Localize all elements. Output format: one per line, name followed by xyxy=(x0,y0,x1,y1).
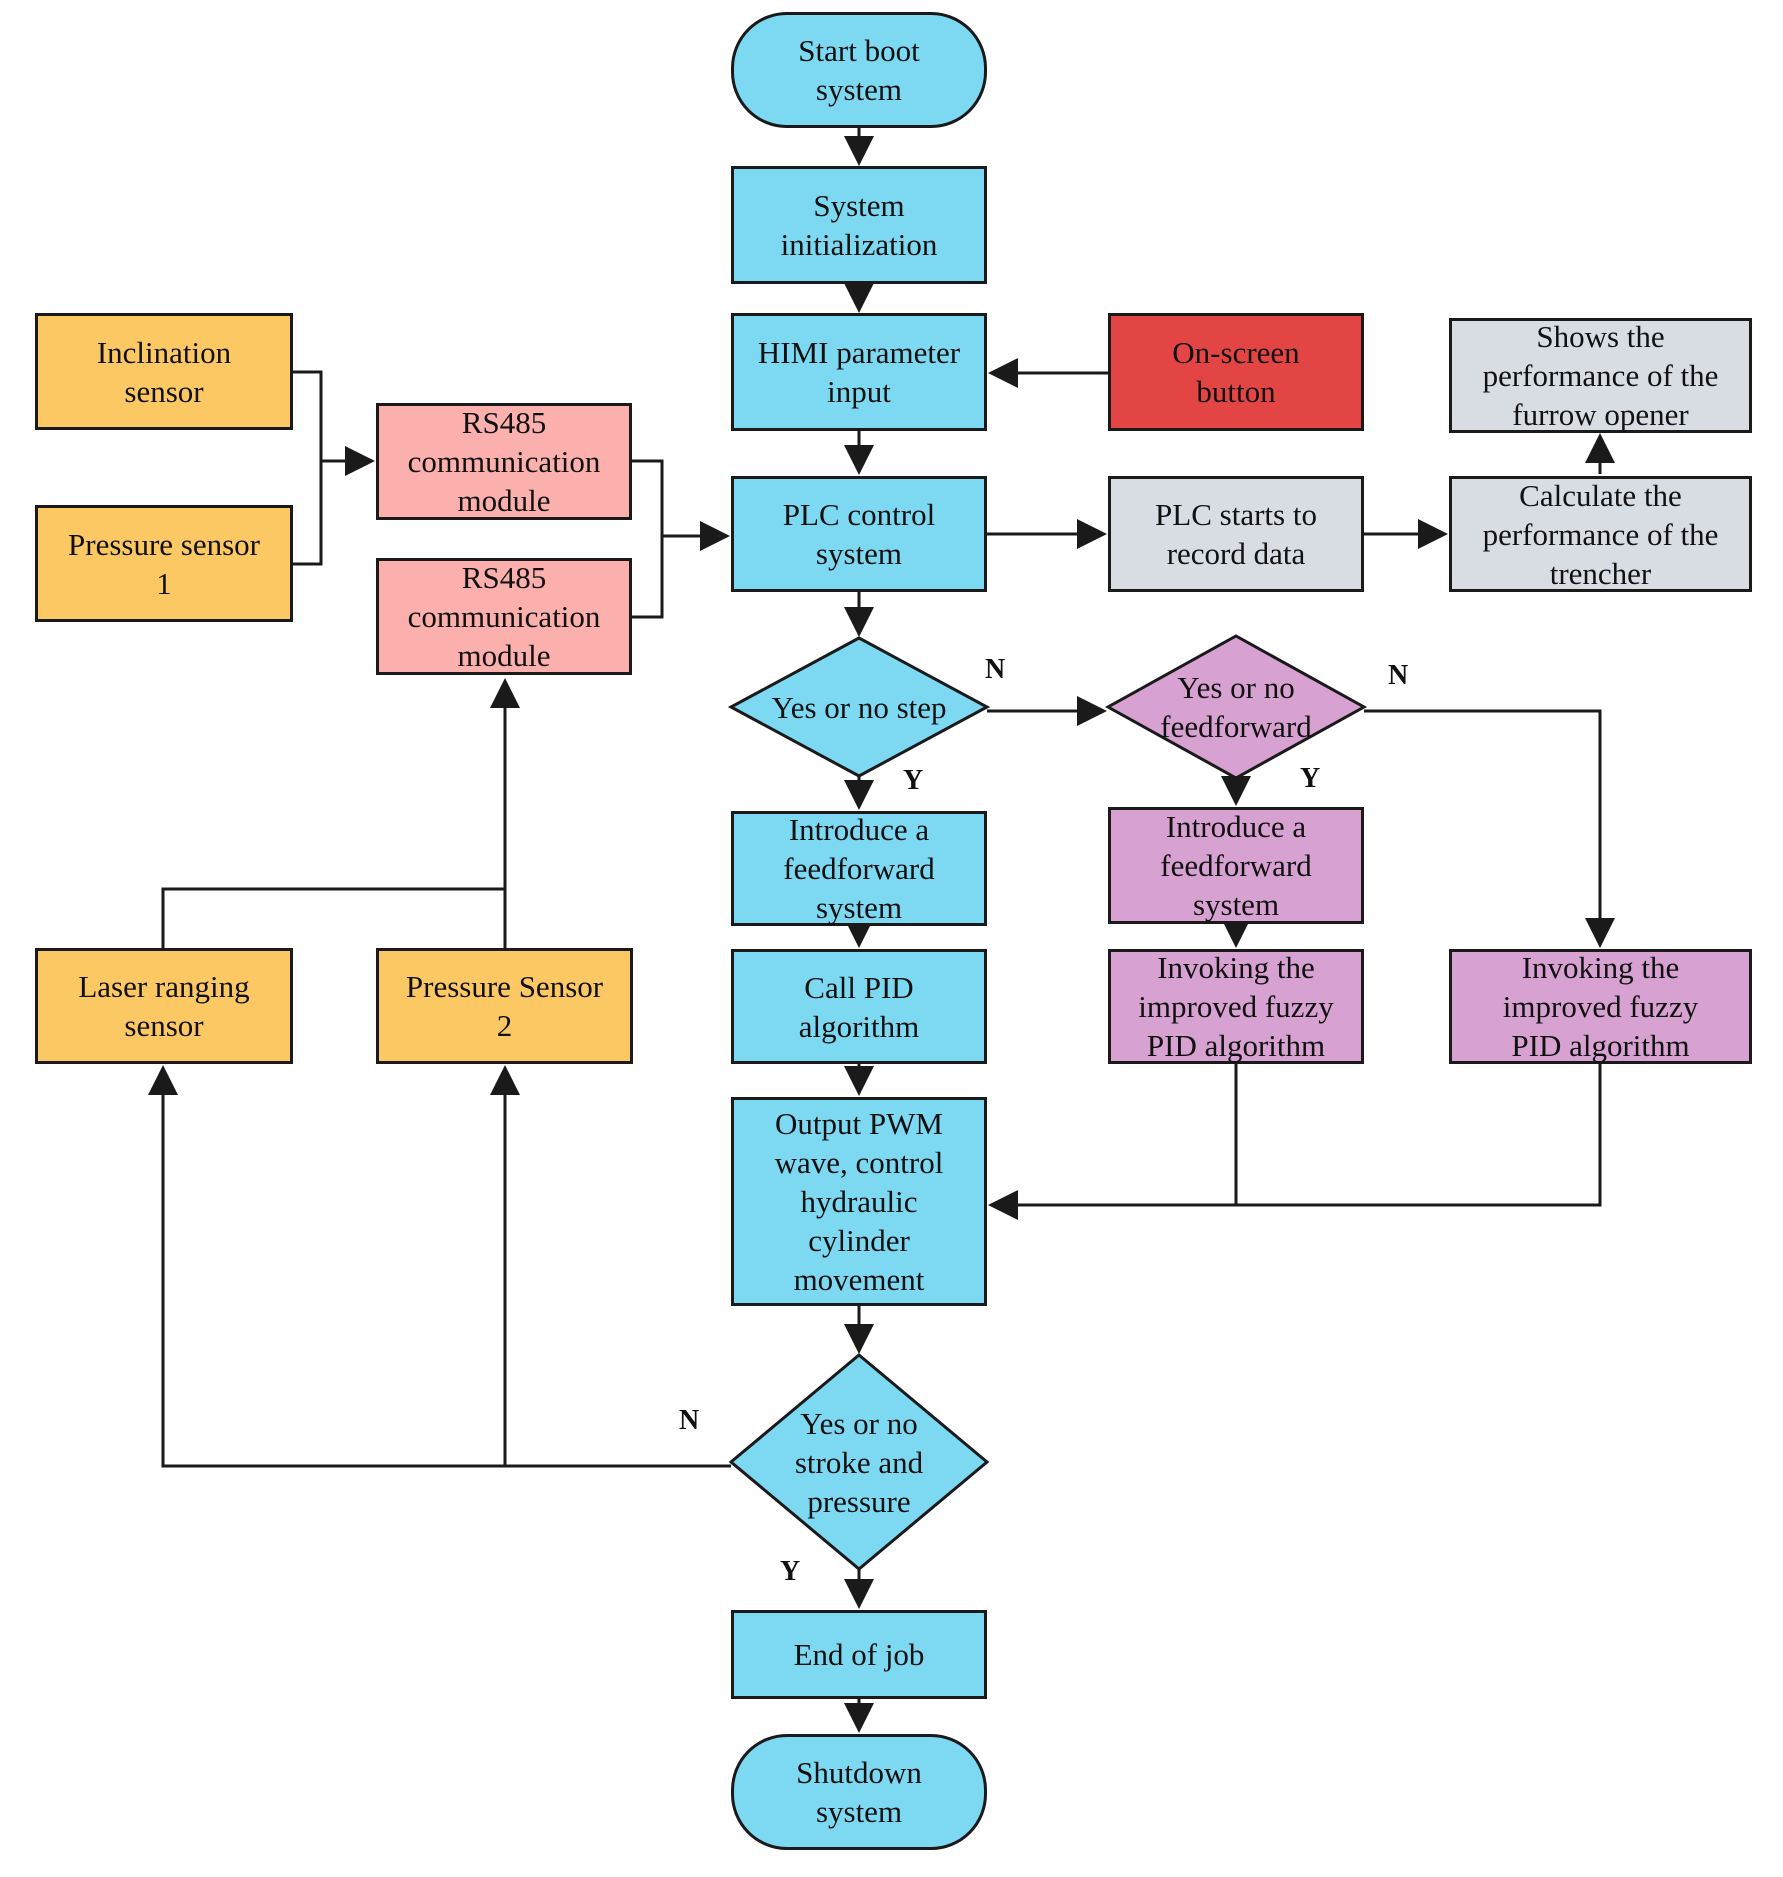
pressure2-node: Pressure Sensor 2 xyxy=(376,948,633,1064)
shows-node: Shows the performance of the furrow open… xyxy=(1449,318,1752,433)
stroke-decision-label: Yes or no stroke and pressure xyxy=(794,1405,924,1519)
fuzzy-pid-node-1: Invoking the improved fuzzy PID algorith… xyxy=(1108,949,1364,1064)
pwm-node: Output PWM wave, control hydraulic cylin… xyxy=(731,1097,987,1306)
intro-feedforward-node: Introduce a feedforward system xyxy=(731,811,987,926)
start-node: Start boot system xyxy=(731,12,987,128)
laser-node: Laser ranging sensor xyxy=(35,948,293,1064)
edge-stroke-no xyxy=(148,1065,731,1468)
step-decision: Yes or no step xyxy=(731,638,987,776)
step-decision-label: Yes or no step xyxy=(771,689,947,725)
edge-ff-no xyxy=(1364,709,1615,948)
feedforward-yes-label: Y xyxy=(1300,763,1321,794)
edge-inclination-merge xyxy=(293,370,323,566)
plc-record-node: PLC starts to record data xyxy=(1108,476,1364,592)
pressure1-node: Pressure sensor 1 xyxy=(35,505,293,622)
feedforward-no-label: N xyxy=(1388,660,1409,691)
rs485b-node: RS485 communication module xyxy=(376,558,632,675)
end-job-node: End of job xyxy=(731,1610,987,1699)
calc-node: Calculate the performance of the trenche… xyxy=(1449,476,1752,592)
edge-rs485-merge xyxy=(632,459,664,619)
inclination-node: Inclination sensor xyxy=(35,313,293,430)
stroke-no-label: N xyxy=(679,1405,700,1436)
step-no-label: N xyxy=(985,654,1006,685)
feedforward-decision: Yes or no feedforward xyxy=(1108,636,1364,778)
shutdown-node: Shutdown system xyxy=(731,1734,987,1850)
intro-feedforward-fuzzy-node: Introduce a feedforward system xyxy=(1108,807,1364,924)
edge-laser-up xyxy=(161,887,505,948)
feedforward-decision-label: Yes or no feedforward xyxy=(1160,670,1312,744)
init-node: System initialization xyxy=(731,166,987,284)
stroke-decision: Yes or no stroke and pressure xyxy=(731,1355,987,1569)
himi-node: HIMI parameter input xyxy=(731,313,987,431)
fuzzy-pid-node-2: Invoking the improved fuzzy PID algorith… xyxy=(1449,949,1752,1064)
rs485a-node: RS485 communication module xyxy=(376,403,632,520)
onscreen-button-node: On-screen button xyxy=(1108,313,1364,431)
plc-node: PLC control system xyxy=(731,476,987,592)
call-pid-node: Call PID algorithm xyxy=(731,949,987,1064)
edge-fuzzy2-pwm xyxy=(988,1064,1602,1220)
stroke-yes-label: Y xyxy=(780,1556,801,1587)
step-yes-label: Y xyxy=(903,765,924,796)
